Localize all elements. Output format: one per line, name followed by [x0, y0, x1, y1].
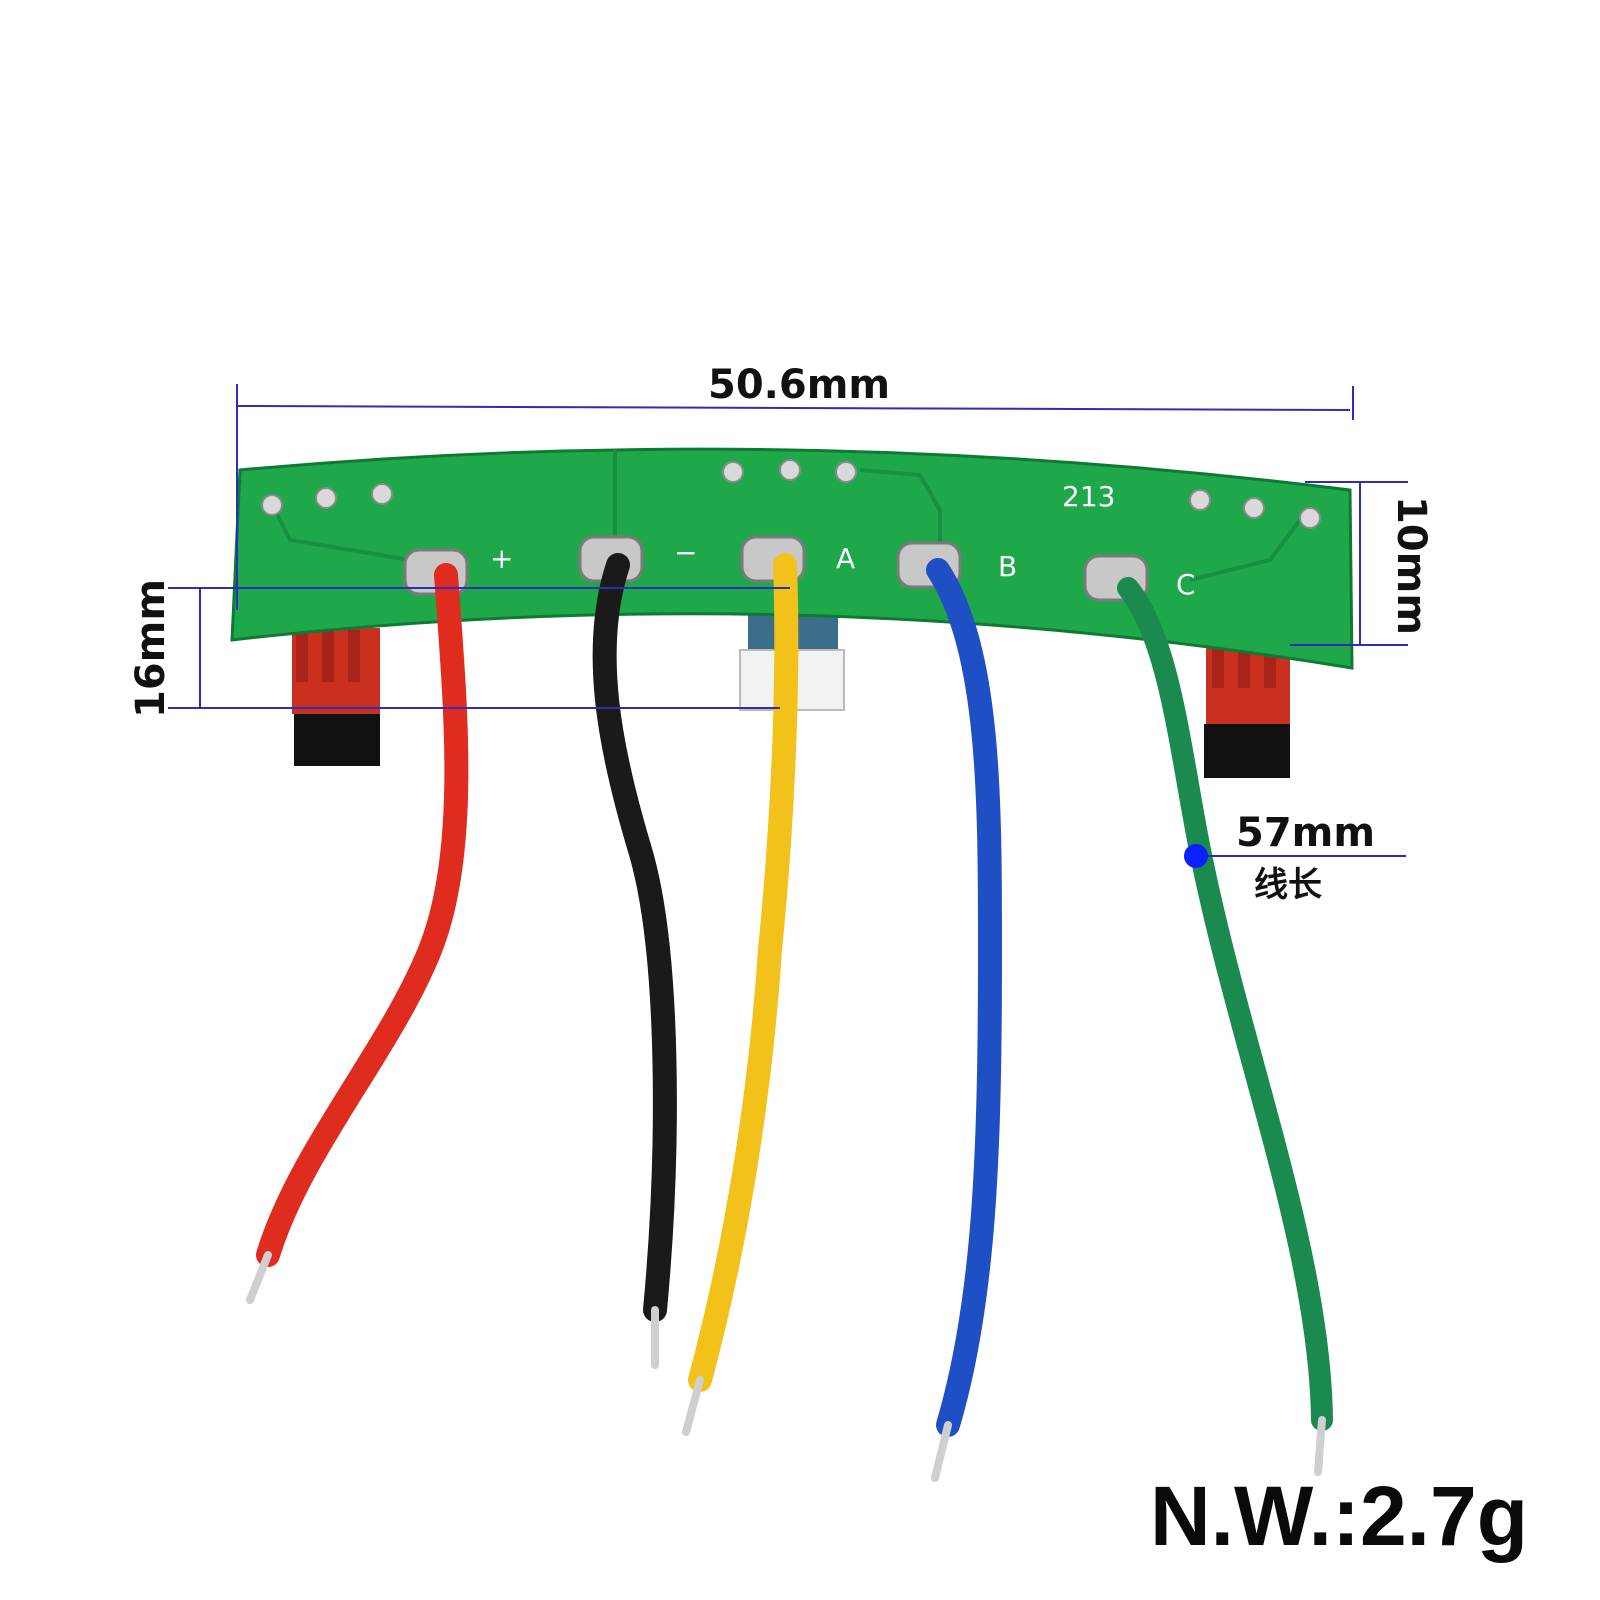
net-weight-label: N.W.:2.7g	[1150, 1469, 1528, 1563]
wires	[246, 553, 1333, 1482]
pcb-pins	[261, 459, 1321, 529]
dimension-lines	[168, 384, 1408, 857]
pad-label-plus: +	[490, 542, 513, 575]
wire-green-tip	[1314, 1416, 1326, 1476]
pad-label-a: A	[836, 542, 855, 575]
wire-blue-tip	[931, 1421, 952, 1482]
connector-left	[292, 628, 380, 766]
dimension-16mm-label: 16mm	[128, 579, 174, 718]
wire-black	[592, 553, 677, 1322]
wire-length-marker	[1184, 844, 1208, 868]
wire-yellow-tip	[682, 1376, 704, 1436]
wire-red	[256, 563, 469, 1267]
wire-blue	[926, 558, 1003, 1437]
wire-length-caption: 线长	[1254, 865, 1322, 905]
pad-label-b: B	[998, 550, 1017, 583]
dimension-10mm-label: 10mm	[1388, 496, 1434, 635]
wire-green	[1117, 577, 1333, 1431]
dimension-width-label: 50.6mm	[708, 362, 890, 408]
wire-yellow	[688, 553, 799, 1392]
wire-red-tip	[246, 1251, 272, 1304]
pad-label-c: C	[1176, 568, 1196, 601]
pad-label-minus: −	[674, 536, 697, 569]
wire-length-label: 57mm	[1236, 810, 1375, 856]
board-code: 213	[1062, 480, 1115, 513]
